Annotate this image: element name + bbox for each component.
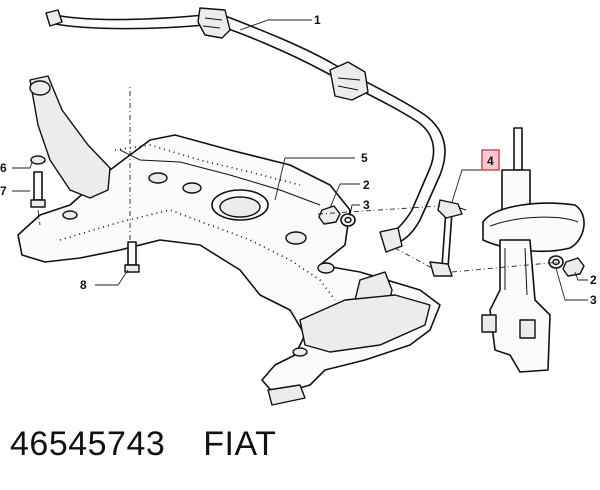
leader-3-right	[555, 267, 588, 301]
callout-2-left: 2	[363, 178, 370, 192]
callout-8: 8	[80, 278, 87, 292]
callout-6: 6	[0, 161, 7, 175]
callout-7: 7	[0, 184, 7, 198]
brand-name: FIAT	[203, 425, 277, 463]
axis-link-upper	[317, 205, 441, 215]
leader-6	[12, 161, 33, 169]
callout-3-right: 3	[590, 293, 597, 307]
stabilizer-bar	[45, 7, 446, 253]
leader-8	[95, 269, 129, 286]
nut-washer-left	[318, 205, 356, 227]
callout-1: 1	[314, 13, 321, 27]
callout-4: 4	[487, 154, 494, 168]
axis-bolt-7	[37, 209, 41, 226]
bolt-8	[124, 241, 140, 273]
leader-5	[274, 157, 355, 201]
stabilizer-link	[429, 199, 467, 277]
part-number: 46545743	[10, 425, 166, 463]
subframe-crossmember	[17, 75, 441, 406]
callout-5: 5	[361, 151, 368, 165]
leader-2-right	[574, 271, 588, 281]
leader-3-left	[349, 204, 360, 217]
leader-2-left	[329, 183, 360, 209]
callout-4-highlight	[481, 149, 500, 171]
axis-link-lower	[394, 247, 433, 269]
shock-absorber-strut	[481, 127, 585, 373]
caption: 46545743 FIAT	[10, 425, 314, 464]
bolt-and-washer-left	[30, 155, 46, 208]
callout-2-right: 2	[590, 273, 597, 287]
leader-1	[239, 19, 312, 31]
leader-4	[451, 169, 482, 203]
callout-3-left: 3	[363, 198, 370, 212]
nut-washer-right	[548, 255, 585, 277]
